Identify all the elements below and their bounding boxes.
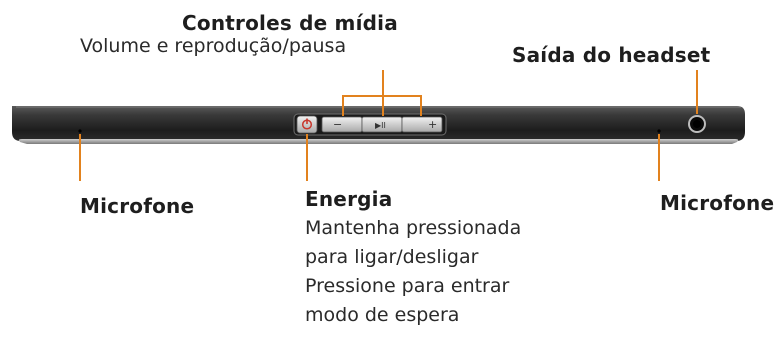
media-controls-title: Controles de mídia	[182, 11, 398, 35]
power-description-line-2: para ligar/desligar	[305, 246, 479, 268]
volume-down-button[interactable]: −	[321, 116, 363, 133]
microphone-left-hole	[78, 129, 82, 133]
microphone-right-hole	[657, 129, 661, 133]
microphone-left-title: Microfone	[80, 194, 195, 218]
volume-up-glyph: +	[428, 118, 437, 131]
media-leader	[342, 70, 422, 116]
power-description: Mantenha pressionada para ligar/desligar…	[305, 214, 521, 330]
play-pause-glyph: ▶II	[375, 121, 386, 130]
power-description-line-4: modo de espera	[305, 304, 460, 326]
power-icon	[301, 118, 313, 130]
play-pause-button[interactable]: ▶II	[361, 116, 403, 133]
headset-title: Saída do headset	[512, 43, 711, 67]
headset-jack	[688, 115, 706, 133]
volume-down-glyph: −	[333, 118, 342, 131]
power-description-line-3: Pressione para entrar	[305, 275, 510, 297]
volume-up-button[interactable]: +	[401, 116, 443, 133]
power-description-line-1: Mantenha pressionada	[305, 217, 522, 239]
leader-lines	[79, 70, 698, 181]
power-button[interactable]	[296, 115, 318, 134]
device-rim	[18, 139, 739, 144]
microphone-right-title: Microfone	[660, 191, 775, 215]
power-title: Energia	[305, 187, 393, 211]
media-controls-description: Volume e reprodução/pausa	[80, 35, 347, 57]
